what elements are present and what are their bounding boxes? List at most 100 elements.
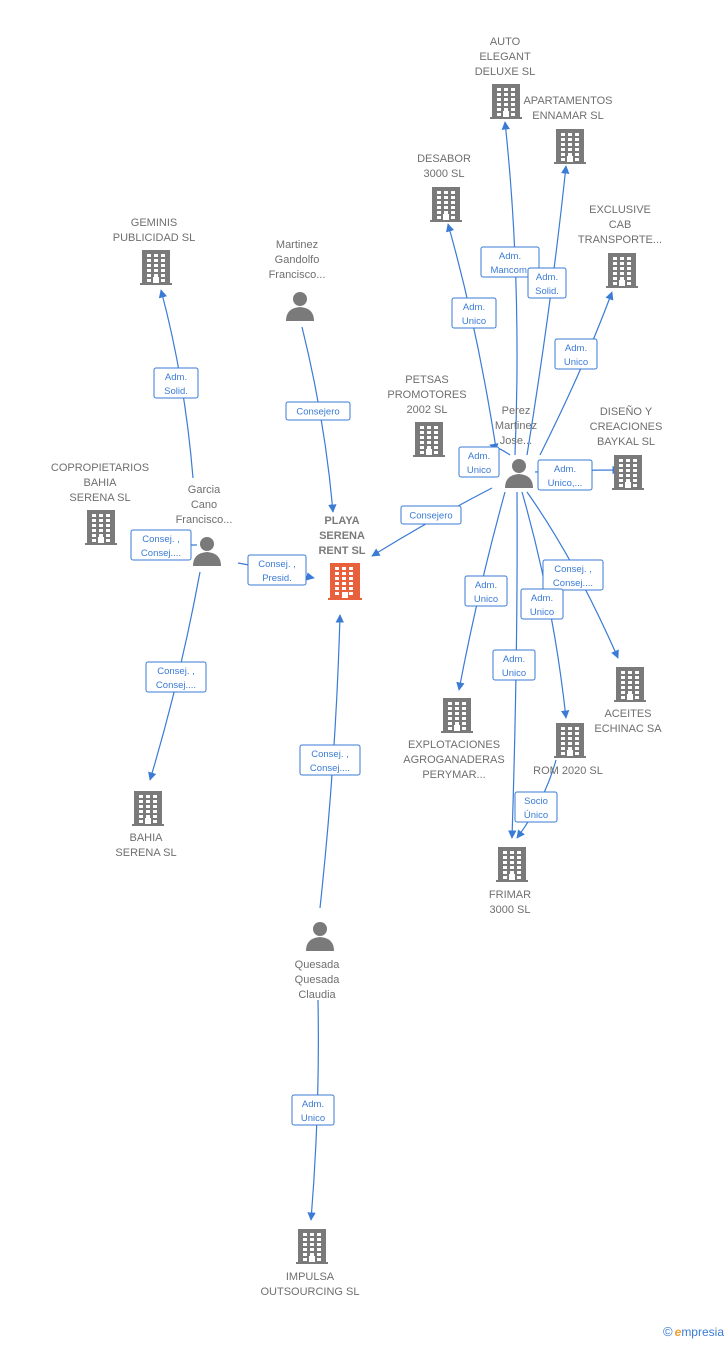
node-label: CAB bbox=[609, 219, 632, 231]
node-label: COPROPIETARIOS bbox=[51, 462, 149, 474]
node-garcia[interactable]: GarciaCanoFrancisco... bbox=[176, 484, 233, 566]
edge-label[interactable]: Adm.Unico bbox=[458, 446, 500, 478]
node-copro[interactable]: COPROPIETARIOS BAHIA SERENA SL bbox=[51, 462, 149, 545]
edge-label-text: Unico bbox=[530, 607, 554, 618]
edge-label-box bbox=[492, 649, 536, 681]
building-icon bbox=[612, 455, 644, 490]
edge-label[interactable]: Consej. ,Presid. bbox=[247, 554, 307, 586]
edge-label-box bbox=[514, 791, 558, 823]
edge-label-box bbox=[520, 588, 564, 620]
node-exclusive[interactable]: EXCLUSIVE CAB TRANSPORTE... bbox=[578, 204, 662, 288]
building-icon bbox=[606, 253, 638, 288]
building-icon bbox=[132, 791, 164, 826]
building-icon bbox=[296, 1229, 328, 1264]
node-label: Gandolfo bbox=[275, 254, 320, 266]
edge-label-box bbox=[145, 661, 207, 693]
edge-label-text: Consej. , bbox=[258, 559, 296, 570]
node-label: TRANSPORTE... bbox=[578, 234, 662, 246]
building-icon bbox=[490, 84, 522, 119]
edge-label-box bbox=[451, 297, 497, 329]
edge-label[interactable]: Adm.Solid. bbox=[153, 367, 199, 399]
edge-label-text: Adm. bbox=[565, 343, 587, 354]
building-icon bbox=[554, 129, 586, 164]
edge-label-text: Adm. bbox=[554, 464, 576, 475]
node-aceites[interactable]: ACEITES ECHINAC SA bbox=[594, 667, 662, 735]
node-label: BAYKAL SL bbox=[597, 436, 655, 448]
building-icon bbox=[328, 563, 362, 600]
building-icon bbox=[496, 847, 528, 882]
edge-label-box bbox=[537, 459, 593, 491]
edge-label[interactable]: Consej. , Consej.... bbox=[130, 529, 192, 561]
node-label: Quesada bbox=[295, 959, 341, 971]
edge-label-text: Consej.... bbox=[141, 548, 181, 559]
edge-label[interactable]: Consej. ,Consej.... bbox=[145, 661, 207, 693]
node-rom[interactable]: ROM 2020 SL bbox=[533, 723, 603, 777]
node-label: ECHINAC SA bbox=[594, 723, 662, 735]
node-label: RENT SL bbox=[318, 545, 365, 557]
edge-label[interactable]: Adm.Unico bbox=[451, 297, 497, 329]
node-label: SERENA bbox=[319, 530, 365, 542]
person-icon bbox=[286, 292, 314, 321]
edge-label-text: Consej. , bbox=[142, 534, 180, 545]
edge-label-text: Único bbox=[524, 810, 548, 821]
edge-label[interactable]: Adm.Unico bbox=[520, 588, 564, 620]
edge-label[interactable]: Consej. ,Consej.... bbox=[542, 559, 604, 591]
edge-label[interactable]: Consej. ,Consej.... bbox=[299, 744, 361, 776]
brand-initial: e bbox=[674, 1325, 682, 1339]
edge-label[interactable]: Consejero bbox=[400, 505, 462, 525]
node-label: Perez bbox=[502, 405, 531, 417]
edge-label[interactable]: Adm.Unico bbox=[464, 575, 508, 607]
edge-label-text: Adm. bbox=[463, 302, 485, 313]
empresia-brand[interactable]: ©empresia bbox=[663, 1324, 724, 1339]
edge-label[interactable]: Adm.Mancom. bbox=[480, 246, 540, 278]
edge-label[interactable]: Adm.Unico bbox=[554, 338, 598, 370]
copyright-icon: © bbox=[663, 1324, 673, 1339]
edge-label-text: Solid. bbox=[535, 286, 559, 297]
edge-perez-to-petsas bbox=[489, 443, 511, 456]
node-label: Martinez bbox=[495, 420, 537, 432]
node-label: ACEITES bbox=[604, 708, 651, 720]
edge-label[interactable]: Adm.Unico bbox=[492, 649, 536, 681]
node-label: OUTSOURCING SL bbox=[260, 1286, 359, 1298]
edge-label[interactable]: Adm.Unico,... bbox=[537, 459, 593, 491]
edge-label-box bbox=[542, 559, 604, 591]
node-label: EXCLUSIVE bbox=[589, 204, 651, 216]
node-label: GEMINIS bbox=[131, 217, 177, 229]
node-label: Quesada bbox=[295, 974, 341, 986]
edge-label-text: Consej. , bbox=[311, 749, 349, 760]
node-explot[interactable]: EXPLOTACIONESAGROGANADERASPERYMAR... bbox=[403, 698, 505, 781]
node-label: Francisco... bbox=[269, 269, 326, 281]
node-label: SERENA SL bbox=[69, 492, 130, 504]
edge-label-text: Unico bbox=[467, 465, 491, 476]
edge-label-box bbox=[291, 1094, 335, 1126]
node-label: BAHIA bbox=[129, 832, 163, 844]
edge-label-text: Consejero bbox=[296, 407, 339, 418]
node-perez[interactable]: PerezMartinezJose... bbox=[495, 405, 537, 488]
edge-label-text: Socio bbox=[524, 796, 548, 807]
node-label: BAHIA bbox=[83, 477, 117, 489]
edge-label-box bbox=[130, 529, 192, 561]
node-label: Martinez bbox=[276, 239, 318, 251]
edge-labels-layer: Adm.Mancom.Adm.Solid.Adm.UnicoAdm.UnicoA… bbox=[130, 246, 604, 1126]
edge-label-text: Unico bbox=[502, 668, 526, 679]
edge-label[interactable]: Adm.Solid. bbox=[527, 267, 567, 299]
edge-label-text: Adm. bbox=[165, 372, 187, 383]
edge-label[interactable]: Consejero bbox=[285, 401, 351, 421]
edge-label[interactable]: Adm.Unico bbox=[291, 1094, 335, 1126]
edge-label-text: Consej.... bbox=[553, 578, 593, 589]
node-martinez[interactable]: MartinezGandolfoFrancisco... bbox=[269, 239, 326, 321]
node-label: AGROGANADERAS bbox=[403, 754, 504, 766]
